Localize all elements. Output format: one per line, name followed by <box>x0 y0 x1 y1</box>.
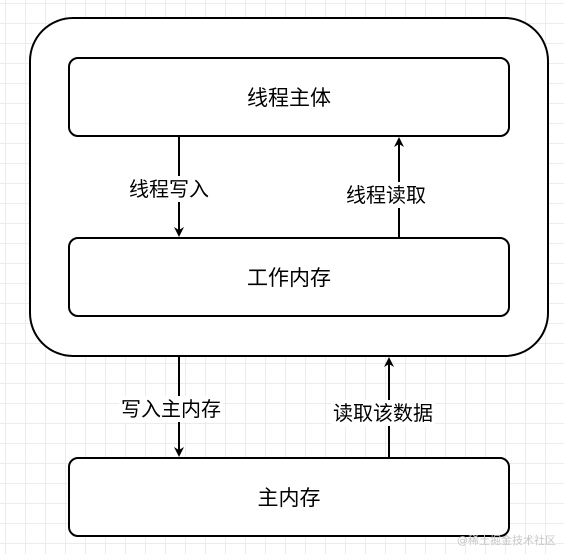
thread-write-label: 线程写入 <box>127 176 211 202</box>
work-memory-label: 工作内存 <box>247 266 331 290</box>
thread-read-label: 线程读取 <box>344 182 428 208</box>
read-data-label: 读取该数据 <box>331 400 435 426</box>
write-main-memory-label: 写入主内存 <box>119 396 223 422</box>
watermark: @稀土掘金技术社区 <box>457 534 556 547</box>
thread-body-label: 线程主体 <box>247 86 331 110</box>
work-memory-node: 工作内存 <box>68 237 510 317</box>
main-memory-label: 主内存 <box>257 486 321 510</box>
main-memory-node: 主内存 <box>68 457 510 537</box>
thread-body-node: 线程主体 <box>68 57 510 137</box>
